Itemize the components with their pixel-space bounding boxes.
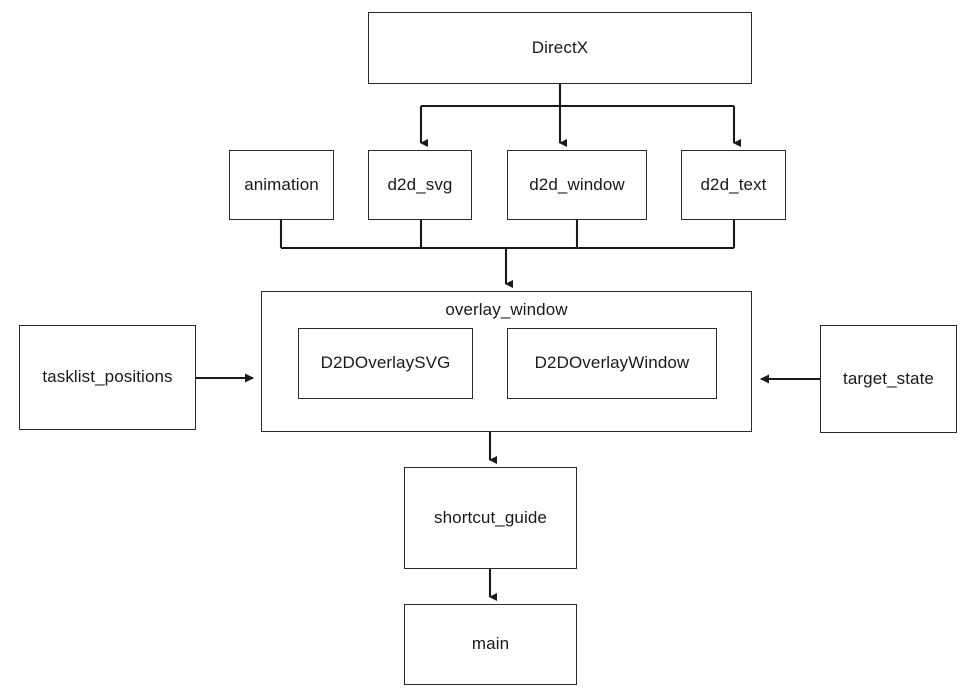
node-animation-label: animation [244, 174, 319, 194]
node-tasklist-positions-label: tasklist_positions [42, 367, 173, 387]
node-overlay-window-label: overlay_window [445, 300, 568, 319]
node-d2d-overlay-svg[interactable]: D2DOverlaySVG [298, 328, 473, 399]
node-directx[interactable]: DirectX [368, 12, 752, 84]
node-shortcut-guide-label: shortcut_guide [434, 507, 547, 527]
node-target-state-label: target_state [843, 368, 934, 388]
node-animation[interactable]: animation [229, 150, 334, 220]
node-tasklist-positions[interactable]: tasklist_positions [19, 325, 196, 430]
node-d2d-text[interactable]: d2d_text [681, 150, 786, 220]
node-shortcut-guide[interactable]: shortcut_guide [404, 467, 577, 569]
node-main[interactable]: main [404, 604, 577, 685]
node-d2d-window[interactable]: d2d_window [507, 150, 647, 220]
node-target-state[interactable]: target_state [820, 325, 957, 433]
node-main-label: main [471, 634, 510, 654]
node-d2d-overlay-svg-label: D2DOverlaySVG [320, 353, 451, 373]
node-d2d-text-label: d2d_text [700, 174, 767, 194]
node-d2d-overlay-window-label: D2DOverlayWindow [534, 353, 690, 373]
node-d2d-svg-label: d2d_svg [387, 174, 453, 194]
node-d2d-svg[interactable]: d2d_svg [368, 150, 472, 220]
node-d2d-overlay-window[interactable]: D2DOverlayWindow [507, 328, 717, 399]
node-directx-label: DirectX [531, 37, 589, 57]
node-d2d-window-label: d2d_window [529, 174, 625, 194]
